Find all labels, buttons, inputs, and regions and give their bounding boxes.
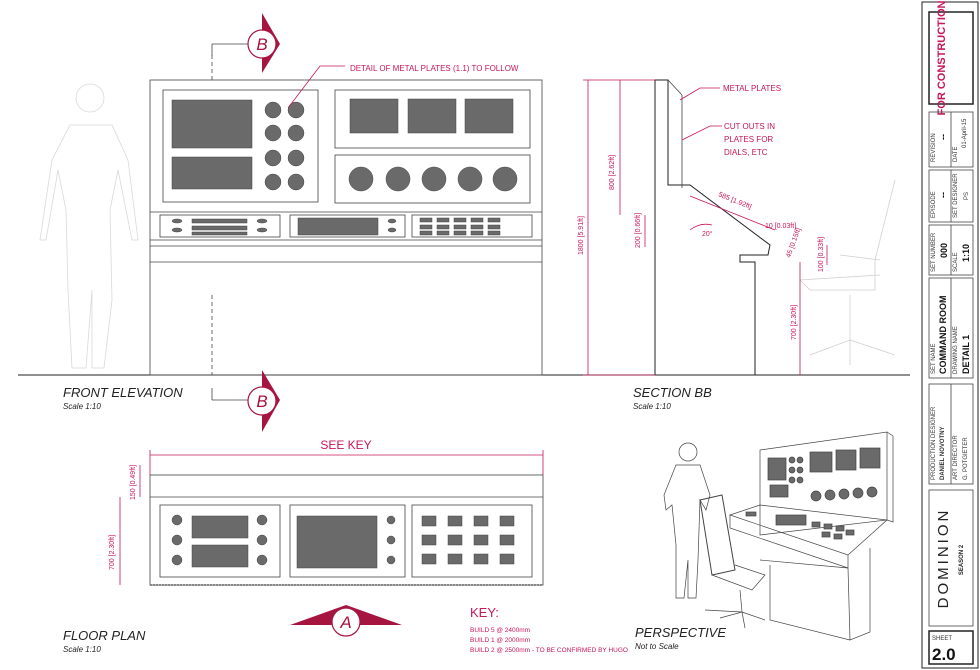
screen-5 <box>464 98 514 134</box>
front-elevation-scale: Scale 1:10 <box>63 402 101 411</box>
date-label: DATE <box>953 146 959 162</box>
screen-2 <box>171 156 253 190</box>
art-director-label: ART DIRECTOR <box>953 435 959 480</box>
note-cutouts-2: PLATES FOR <box>724 135 773 144</box>
note-cutouts-3: DIALS, ETC <box>724 148 768 157</box>
status-label: FOR CONSTRUCTION <box>936 1 948 116</box>
dim-45: 45 [0.15ft] <box>785 227 802 259</box>
set-designer-value: PS <box>964 192 970 200</box>
drawing-name-value: DETAIL 1 <box>961 335 971 374</box>
set-number-label: SET NUMBER <box>931 232 937 272</box>
show-logo: DOMINION <box>935 508 952 609</box>
floor-plan: SEE KEY 150 [0.49ft] 700 [2.30ft] A FLOO… <box>63 438 544 654</box>
key-heading: KEY: <box>470 605 499 620</box>
screen-3 <box>349 98 399 134</box>
section-bb-scale: Scale 1:10 <box>633 402 671 411</box>
front-elevation: B B DETAIL OF METAL PLATES (1.1) TO FOLL… <box>18 13 605 432</box>
episode-label: EPISODE <box>931 191 937 218</box>
human-silhouette <box>39 83 139 369</box>
revision-value: -- <box>938 134 948 140</box>
dim-800: 800 [2.62ft] <box>609 155 616 190</box>
section-marker-bottom: B <box>247 370 280 432</box>
see-key-label: SEE KEY <box>320 438 371 452</box>
dim-700: 700 [2.30ft] <box>791 305 798 340</box>
marker-b-top: B <box>256 35 267 54</box>
screen-1 <box>171 99 253 149</box>
art-director-value: G. POTGIETER <box>963 437 969 480</box>
section-marker-a: A <box>290 605 402 637</box>
floor-plan-title: FLOOR PLAN <box>63 628 146 643</box>
dim-1800: 1800 [5.91ft] <box>578 216 585 255</box>
dim-585: 585 [1.92ft] <box>717 191 752 211</box>
screen-4 <box>407 98 457 134</box>
key-legend: KEY: BUILD 5 @ 2400mm BUILD 1 @ 2000mm B… <box>470 605 628 654</box>
dial-row <box>348 166 518 192</box>
date-value: 01-April-15 <box>962 118 968 148</box>
plan-dim-700: 700 [2.30ft] <box>109 535 116 570</box>
section-bb-title: SECTION BB <box>633 385 712 400</box>
set-name-label: SET NAME <box>931 343 937 374</box>
section-bb: 1800 [5.91ft] 800 [2.62ft] 200 [0.66ft] … <box>575 79 910 411</box>
title-block: FOR CONSTRUCTION REVISION -- DATE 01-Apr… <box>921 1 979 669</box>
production-designer-value: DANIEL NOVOTNY <box>940 426 946 480</box>
revision-label: REVISION <box>931 133 937 162</box>
floor-plan-scale: Scale 1:10 <box>63 645 101 654</box>
key-item: BUILD 5 @ 2400mm <box>470 627 530 634</box>
dim-angle: 20° <box>702 230 713 238</box>
set-designer-label: SET DESIGNER <box>953 173 959 218</box>
marker-b-bottom: B <box>256 392 267 411</box>
perspective-scale: Not to Scale <box>635 642 679 651</box>
dial-grid-left <box>264 101 305 191</box>
plan-dim-150: 150 [0.49ft] <box>130 465 137 500</box>
note-metal-detail: DETAIL OF METAL PLATES (1.1) TO FOLLOW <box>350 64 519 73</box>
sheet-label: SHEET <box>932 636 952 642</box>
chair-silhouette <box>799 179 896 365</box>
episode-value: -- <box>938 192 948 198</box>
note-cutouts-1: CUT OUTS IN <box>724 122 775 131</box>
dim-200: 200 [0.66ft] <box>635 213 642 248</box>
drawing-name-label: DRAWING NAME <box>953 326 959 374</box>
set-name-value: COMMAND ROOM <box>938 296 948 375</box>
scale-label: SCALE <box>953 252 959 272</box>
section-marker-top: B <box>247 13 280 73</box>
dim-10: 10 [0.03ft] <box>765 223 796 230</box>
sheet-number: 2.0 <box>932 645 956 664</box>
key-item: BUILD 1 @ 2000mm <box>470 637 530 644</box>
front-elevation-title: FRONT ELEVATION <box>63 385 183 400</box>
set-number-value: 000 <box>939 243 949 258</box>
perspective-view <box>663 431 894 641</box>
perspective-title: PERSPECTIVE <box>635 625 726 640</box>
key-item: BUILD 2 @ 2500mm - TO BE CONFIRMED BY HU… <box>470 647 628 654</box>
note-metal-plates: METAL PLATES <box>723 84 781 93</box>
production-designer-label: PRODUCTION DESIGNER <box>931 406 937 480</box>
season-label: SEASON 2 <box>959 544 965 575</box>
dim-100: 100 [0.33ft] <box>818 237 825 272</box>
scale-value: 1:10 <box>961 244 971 262</box>
marker-a: A <box>339 613 351 632</box>
